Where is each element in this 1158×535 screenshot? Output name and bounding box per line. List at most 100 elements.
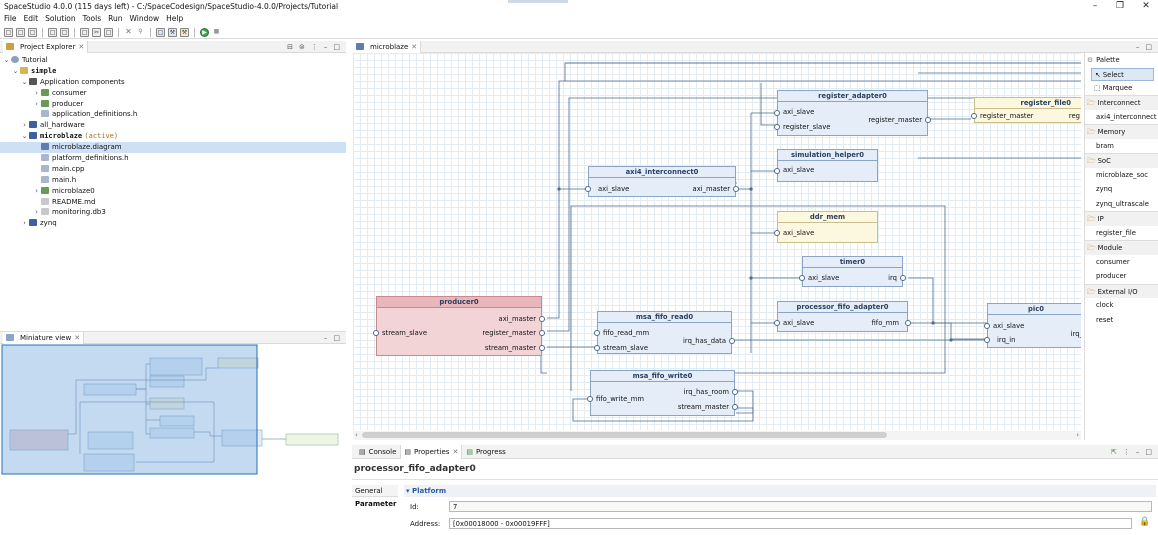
scroll-right-icon[interactable]: › bbox=[1076, 431, 1079, 439]
tree-item-simple[interactable]: ⌄simple bbox=[0, 66, 346, 77]
run-icon[interactable]: ▶ bbox=[200, 28, 209, 37]
project-explorer-tab[interactable]: Project Explorer ✕ bbox=[3, 41, 88, 53]
tree-item-readme[interactable]: README.md bbox=[0, 197, 346, 208]
diagram-canvas[interactable]: register_adapter0 axi_slave register_sla… bbox=[353, 53, 1081, 430]
port-connector[interactable] bbox=[539, 316, 545, 322]
port-connector[interactable] bbox=[799, 275, 805, 281]
miniature-canvas[interactable] bbox=[0, 344, 346, 476]
view-menu-icon[interactable]: ⋮ bbox=[1123, 448, 1130, 456]
tree-item-zynq[interactable]: ›zynq bbox=[0, 218, 346, 229]
port-connector[interactable] bbox=[984, 323, 990, 329]
palette-item-bram[interactable]: bram bbox=[1085, 139, 1158, 154]
side-tab-general[interactable]: General bbox=[352, 485, 398, 497]
maximize-icon[interactable]: □ bbox=[1145, 448, 1152, 456]
id-field[interactable]: 7 bbox=[449, 501, 1152, 512]
pin-icon[interactable]: ⇱ bbox=[1111, 448, 1117, 456]
open-icon[interactable]: □ bbox=[16, 28, 25, 37]
close-icon[interactable]: ✕ bbox=[452, 448, 458, 456]
menu-window[interactable]: Window bbox=[130, 14, 160, 25]
palette-tool-marquee[interactable]: ⬚ Marquee bbox=[1085, 81, 1158, 96]
tree-item-application-definitions[interactable]: application_definitions.h bbox=[0, 109, 346, 120]
build-icon[interactable]: □ bbox=[156, 28, 165, 37]
configure-icon[interactable]: ⚒ bbox=[180, 28, 189, 37]
menu-tools[interactable]: Tools bbox=[83, 14, 101, 25]
component-msa-fifo-write0[interactable]: msa_fifo_write0 fifo_write_mm irq_has_ro… bbox=[590, 370, 735, 416]
component-register-file0[interactable]: register_file0 register_master reg bbox=[974, 97, 1081, 123]
palette-category-interconnect[interactable]: 🗁 Interconnect bbox=[1085, 95, 1158, 110]
tools-icon[interactable]: ⚒ bbox=[168, 28, 177, 37]
close-x-icon[interactable]: ✕ bbox=[124, 28, 133, 37]
port-connector[interactable] bbox=[732, 389, 738, 395]
view-menu-icon[interactable]: ⋮ bbox=[311, 43, 318, 51]
lock-icon[interactable]: 🔒 bbox=[1139, 517, 1150, 527]
collapse-all-icon[interactable]: ⊟ bbox=[287, 43, 293, 51]
save-all-icon[interactable]: □ bbox=[48, 28, 57, 37]
chevron-right-icon[interactable]: › bbox=[32, 186, 41, 197]
tab-console[interactable]: ▤Console bbox=[355, 448, 400, 456]
palette-item-clock[interactable]: clock bbox=[1085, 298, 1158, 313]
palette-item-axi4-interconnect[interactable]: axi4_interconnect bbox=[1085, 110, 1158, 125]
stop-icon[interactable]: ■ bbox=[212, 28, 221, 37]
port-connector[interactable] bbox=[729, 338, 735, 344]
address-field[interactable]: [0x00018000 - 0x00019FFF] bbox=[449, 518, 1132, 529]
component-processor-fifo-adapter0[interactable]: processor_fifo_adapter0 axi_slave fifo_m… bbox=[777, 301, 908, 332]
new-icon[interactable]: □ bbox=[4, 28, 13, 37]
save-icon[interactable]: □ bbox=[28, 28, 37, 37]
component-register-adapter0[interactable]: register_adapter0 axi_slave register_sla… bbox=[777, 90, 928, 136]
cut-icon[interactable]: ✂ bbox=[92, 28, 101, 37]
palette-category-module[interactable]: 🗁 Module bbox=[1085, 240, 1158, 255]
close-icon[interactable]: ✕ bbox=[74, 334, 80, 342]
editor-tab-microblaze[interactable]: microblaze ✕ bbox=[352, 41, 421, 53]
print-icon[interactable]: □ bbox=[60, 28, 69, 37]
diagram-horizontal-scrollbar[interactable]: ‹ › bbox=[353, 431, 1081, 440]
palette-category-soc[interactable]: 🗁 SoC bbox=[1085, 153, 1158, 168]
port-connector[interactable] bbox=[925, 117, 931, 123]
minimize-icon[interactable]: – bbox=[324, 334, 328, 342]
maximize-icon[interactable]: □ bbox=[333, 43, 340, 51]
close-icon[interactable]: ✕ bbox=[78, 43, 84, 51]
minimize-icon[interactable]: – bbox=[324, 43, 328, 51]
palette-item-producer[interactable]: producer bbox=[1085, 269, 1158, 284]
minimize-icon[interactable]: – bbox=[1136, 43, 1140, 51]
tree-item-main-h[interactable]: main.h bbox=[0, 175, 346, 186]
chevron-right-icon[interactable]: › bbox=[20, 120, 29, 131]
minimize-icon[interactable]: – bbox=[1136, 448, 1140, 456]
section-platform-header[interactable]: ▾ Platform bbox=[404, 485, 1156, 497]
port-connector[interactable] bbox=[594, 345, 600, 351]
port-connector[interactable] bbox=[774, 124, 780, 130]
tree-item-tutorial[interactable]: ⌄Tutorial bbox=[0, 55, 346, 66]
port-connector[interactable] bbox=[971, 113, 977, 119]
minimize-button[interactable]: – bbox=[1088, 1, 1102, 11]
chevron-right-icon[interactable]: › bbox=[20, 218, 29, 229]
miniature-viewport[interactable] bbox=[2, 345, 257, 474]
port-connector[interactable] bbox=[594, 330, 600, 336]
tree-item-microblaze-diagram[interactable]: microblaze.diagram bbox=[0, 142, 346, 153]
tree-item-microblaze0[interactable]: ›microblaze0 bbox=[0, 186, 346, 197]
palette-item-reset[interactable]: reset bbox=[1085, 313, 1158, 328]
palette-item-zynq[interactable]: zynq bbox=[1085, 182, 1158, 197]
port-connector[interactable] bbox=[900, 275, 906, 281]
copy-icon[interactable]: □ bbox=[80, 28, 89, 37]
tab-progress[interactable]: ▤Progress bbox=[462, 448, 510, 456]
component-msa-fifo-read0[interactable]: msa_fifo_read0 fifo_read_mm stream_slave… bbox=[597, 311, 732, 354]
component-simulation-helper0[interactable]: simulation_helper0 axi_slave bbox=[777, 149, 878, 182]
palette-item-register-file[interactable]: register_file bbox=[1085, 226, 1158, 241]
chevron-right-icon[interactable]: › bbox=[32, 99, 41, 110]
palette-item-microblaze-soc[interactable]: microblaze_soc bbox=[1085, 168, 1158, 183]
palette-category-external-io[interactable]: 🗁 External I/O bbox=[1085, 284, 1158, 299]
port-connector[interactable] bbox=[733, 186, 739, 192]
delete-icon[interactable]: □ bbox=[104, 28, 113, 37]
palette-item-consumer[interactable]: consumer bbox=[1085, 255, 1158, 270]
port-connector[interactable] bbox=[774, 320, 780, 326]
restore-button[interactable]: ❐ bbox=[1113, 1, 1127, 11]
port-connector[interactable] bbox=[585, 186, 591, 192]
port-connector[interactable] bbox=[774, 110, 780, 116]
port-connector[interactable] bbox=[587, 396, 593, 402]
chevron-right-icon[interactable]: › bbox=[32, 207, 41, 218]
expand-icon[interactable]: ⌄ bbox=[2, 55, 11, 66]
tree-item-consumer[interactable]: ›consumer bbox=[0, 88, 346, 99]
tree-item-monitoring-db[interactable]: ›monitoring.db3 bbox=[0, 207, 346, 218]
port-connector[interactable] bbox=[732, 404, 738, 410]
component-pic0[interactable]: pic0 axi_slave irq_in irq_ bbox=[987, 303, 1081, 348]
menu-edit[interactable]: Edit bbox=[24, 14, 39, 25]
